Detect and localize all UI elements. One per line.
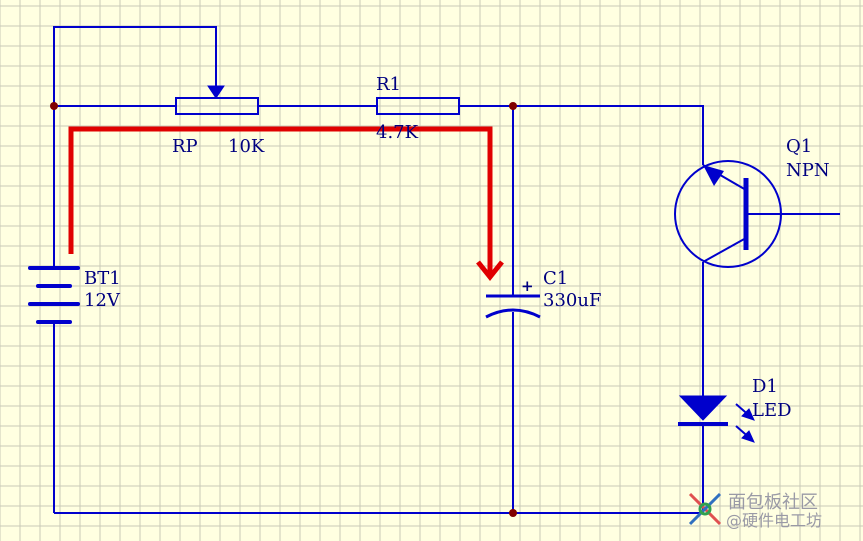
watermark-logo-icon bbox=[688, 492, 722, 526]
r1-value: 4.7K bbox=[376, 122, 419, 143]
c1-value: 330uF bbox=[543, 290, 601, 311]
d1-value: LED bbox=[752, 400, 792, 421]
current-arrowhead bbox=[476, 260, 504, 282]
wiper-wire bbox=[53, 26, 217, 106]
led-d1 bbox=[678, 395, 755, 443]
rp-body bbox=[175, 97, 259, 115]
potentiometer-rp bbox=[175, 85, 259, 115]
q1-body-circle bbox=[674, 160, 782, 268]
c1-polarity: + bbox=[521, 277, 534, 295]
watermark-text: 面包板社区 bbox=[728, 492, 818, 513]
battery-bt1 bbox=[28, 266, 80, 324]
transistor-q1 bbox=[674, 160, 782, 268]
bt1-value: 12V bbox=[84, 290, 121, 311]
junction-dots bbox=[50, 102, 517, 517]
q1-emitter-arrow bbox=[703, 165, 724, 186]
component-labels: RP 10K R1 4.7K BT1 12V + C1 330uF Q1 NPN… bbox=[84, 74, 830, 421]
cap-curved-plate bbox=[485, 308, 541, 319]
current-path bbox=[68, 126, 493, 276]
rp-value: 10K bbox=[228, 136, 265, 157]
charging-current-arrow bbox=[68, 126, 504, 282]
rp-designator: RP bbox=[172, 136, 198, 157]
q1-collector-lead bbox=[702, 237, 747, 263]
watermark-subtext: @硬件电工坊 bbox=[726, 511, 822, 530]
junction-top-left bbox=[50, 102, 58, 110]
led-triangle bbox=[678, 395, 728, 421]
resistor-r1 bbox=[376, 97, 460, 115]
led-ray-2-head bbox=[741, 430, 755, 443]
junction-top-cap bbox=[509, 102, 517, 110]
q1-value: NPN bbox=[786, 160, 830, 181]
wires bbox=[53, 26, 840, 514]
d1-designator: D1 bbox=[752, 376, 778, 397]
led-ray-1-head bbox=[741, 408, 755, 421]
capacitor-c1 bbox=[485, 294, 541, 319]
base-wire bbox=[513, 105, 704, 165]
c1-designator: C1 bbox=[543, 268, 568, 289]
q1-designator: Q1 bbox=[786, 136, 812, 157]
watermark: 面包板社区 @硬件电工坊 bbox=[688, 492, 822, 530]
rp-wiper-arrow bbox=[207, 85, 225, 99]
junction-bottom-cap bbox=[509, 509, 517, 517]
r1-designator: R1 bbox=[376, 74, 401, 95]
bt1-designator: BT1 bbox=[84, 268, 121, 289]
